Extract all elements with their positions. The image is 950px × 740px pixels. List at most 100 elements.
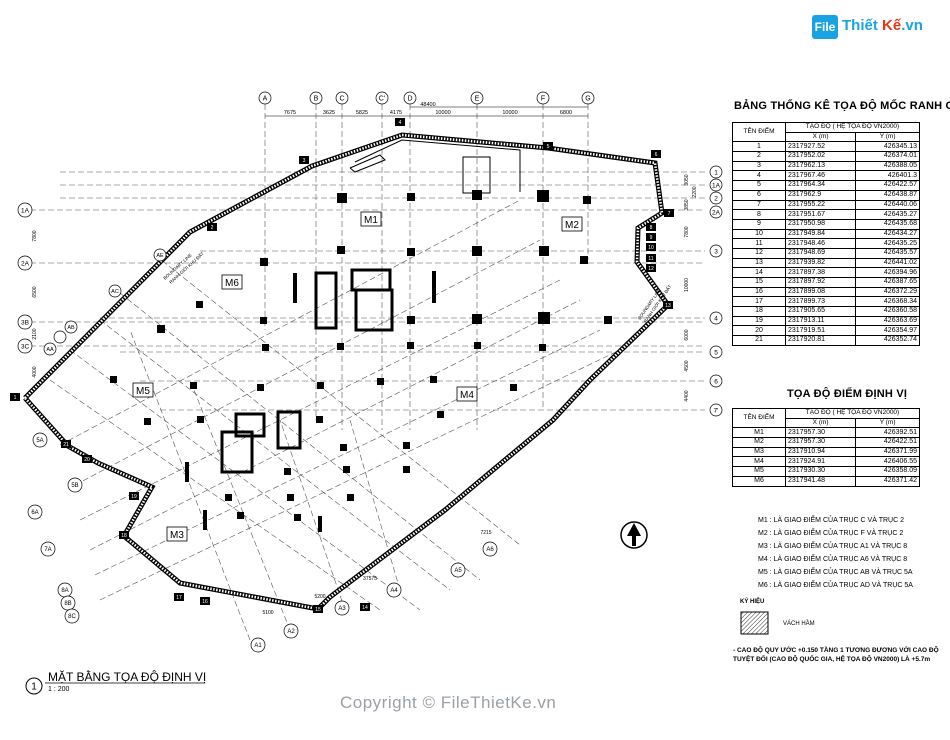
cell-x: 2317939.82 [784,257,857,269]
axis-label-right: 2A [712,210,721,217]
cell-y: 426374.01 [855,151,920,162]
axis-label-lower-left: 7A [44,547,51,553]
cell-x: 2317941.48 [784,475,857,487]
logo-mark: File [812,15,838,39]
axis-label-bottom: A3 [338,606,346,612]
legend-item: M2 : LÀ GIAO ĐIỂM CỦA TRỤC F VÀ TRỤC 2 [758,530,904,537]
site-boundary [23,132,672,612]
cell-y: 426392.51 [855,427,920,439]
dim-top: 10000 [435,110,450,116]
cell-point: 21 [732,335,786,346]
cell-x: 2317964.34 [784,180,857,191]
site-logo: File Thiết Kế.vn [812,12,932,42]
marker-label: M5 [136,386,150,397]
columns [110,190,612,521]
dim-left: 6500 [32,286,38,297]
axis-label-top: B [314,96,319,103]
cell-x: 2317919.51 [784,325,857,337]
boundary-point-label: 9 [650,235,653,241]
positioning-markers: M1 M2 M3 M4 M5 M6 [132,211,583,542]
boundary-point-label: 18 [121,533,127,539]
dim-right: 4400 [684,390,690,401]
cell-x: 2317957.30 [784,427,857,439]
diagonal-axis-labels: AE AC AB AA [46,253,164,353]
boundary-coordinates-table: TÊN ĐIỂM TẠO ĐỘ ( HỆ TỌA ĐỘ VN2000) X (m… [732,121,920,346]
col-header-group: TẠO ĐỘ ( HỆ TỌA ĐỘ VN2000) [785,408,920,419]
cell-x: 2317962.9 [784,189,857,201]
cell-point: 12 [732,247,786,259]
boundary-point-markers: 1 2 3 4 5 6 7 8 9 10 11 12 13 14 15 16 1… [10,118,674,613]
axis-label-left: 3C [21,344,30,351]
cell-x: 2317948.46 [784,238,857,249]
cell-point: 18 [732,306,786,317]
cell-point: 2 [732,151,786,162]
dim-right: 3050 [684,174,690,185]
cell-y: 426422.51 [855,437,920,448]
legend-item: M3 : LÀ GIAO ĐIỂM CỦA TRỤC A1 VÀ TRỤC 8 [758,543,908,550]
legend-item: M6 : LÀ GIAO ĐIỂM CỦA TRỤC AD VÀ TRỤC 5A [758,582,913,589]
cell-point: 10 [732,228,786,240]
cell-point: 4 [732,170,786,182]
cell-y: 426368.34 [855,296,920,308]
cell-point: M5 [732,466,786,477]
dim-top: 10000 [502,110,517,116]
elevation-note: - CAO ĐỘ QUY ƯỚC +0.150 TẦNG 1 TƯƠNG ĐƯƠ… [733,647,939,663]
axis-label-bottom: A4 [390,588,398,594]
right-dimension-text: 3050 2200 3850 7800 10000 6000 4500 4400 [684,174,698,401]
dim-top: 5825 [356,110,368,116]
dim-bottom: 5100 [262,610,273,616]
boundary-point-label: 12 [648,266,654,272]
core-shafts [220,268,394,474]
cell-x: 2317951.67 [784,209,857,220]
cell-y: 426435.27 [855,209,920,220]
boundary-point-label: 14 [362,605,368,611]
symbol-title: KÝ HIỆU [740,599,765,605]
right-axis-bubbles [709,165,723,417]
plan-number-bubble: 1 [25,677,205,695]
left-axis-labels: 1A 2A 3B 3C [21,208,30,351]
cell-x: 2317910.94 [784,446,857,458]
cell-y: 426435.68 [855,218,920,230]
boundary-table-title: BẢNG THỐNG KÊ TỌA ĐỘ MỐC RANH GIỚI [734,100,950,112]
axis-label-left: 3B [21,320,29,327]
cell-point: M2 [732,437,786,448]
col-header-x: X (m) [784,417,857,429]
axis-label-lower-left: 6A [31,510,38,516]
cell-x: 2317930.30 [784,466,857,477]
top-axis-labels: A B C C' D E F G [263,96,591,103]
basement-wall-symbol-icon [740,611,769,635]
cell-point: 19 [732,315,786,327]
dim-right: 2200 [692,186,698,197]
cell-x: 2317899.08 [784,286,857,298]
boundary-point-label: 10 [648,245,654,251]
axis-label-lower-left: 8A [61,588,68,594]
structural-grid-lines [30,104,705,641]
top-dimension-lines [265,106,588,117]
cell-point: 17 [732,296,786,308]
cell-point: 5 [732,180,786,191]
cell-y: 426371.99 [855,446,920,458]
marker-label: M1 [364,215,378,226]
cell-y: 426387.65 [855,277,920,288]
cell-x: 2317950.98 [784,218,857,230]
cell-y: 426440.06 [855,199,920,211]
bottom-axis-bubbles [250,541,498,653]
legend-item: M1 : LÀ GIAO ĐIỂM CỦA TRỤC C VÀ TRỤC 2 [758,517,904,524]
cell-x: 2317899.73 [784,296,857,308]
dim-right: 7800 [684,226,690,237]
axis-label-lower-left: 8B [64,601,71,607]
axis-label-left: 1A [21,208,30,215]
plan-title: MẶT BẰNG TỌA ĐỘ ĐỊNH VỊ [48,670,207,684]
cell-point: M3 [732,446,786,458]
